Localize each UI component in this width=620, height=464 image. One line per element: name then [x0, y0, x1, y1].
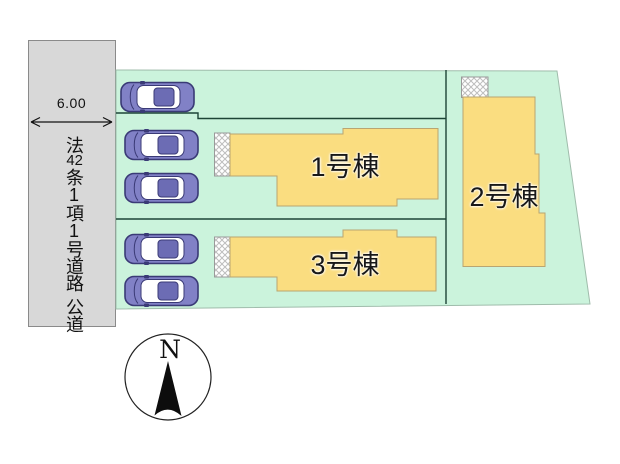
road-type-label: 公道: [64, 298, 84, 332]
car-icon: [124, 274, 199, 308]
compass: N: [124, 333, 212, 421]
plot-divider-lines: [116, 70, 447, 304]
road-name-law-suffix: 条1項1号道路: [64, 168, 84, 291]
porch-hatch-building-2: [461, 76, 489, 98]
building-3-footprint: [229, 229, 437, 292]
porch-hatch-building-3: [214, 236, 231, 278]
building-1-label: 1号棟: [310, 152, 380, 182]
road-strip: [28, 40, 116, 327]
road-name-law-prefix: 法: [64, 136, 84, 153]
road-name-law-number: 42: [66, 153, 83, 168]
car-icon: [124, 171, 199, 205]
building-2-label: 2号棟: [469, 182, 539, 212]
car-icon: [120, 80, 195, 114]
porch-hatch-building-1: [214, 132, 231, 177]
road-width-value: 6.00: [56, 95, 87, 111]
building-2-footprint: [462, 96, 546, 267]
road-width-arrow: [30, 116, 113, 128]
compass-north-label: N: [159, 335, 181, 364]
road-name-label: 法42条1項1号道路公道: [61, 136, 87, 332]
car-icon: [124, 128, 199, 162]
building-3-label: 3号棟: [310, 250, 380, 280]
car-icon: [124, 232, 199, 266]
compass-needle-icon: [154, 361, 182, 416]
building-1-footprint: [229, 128, 439, 207]
